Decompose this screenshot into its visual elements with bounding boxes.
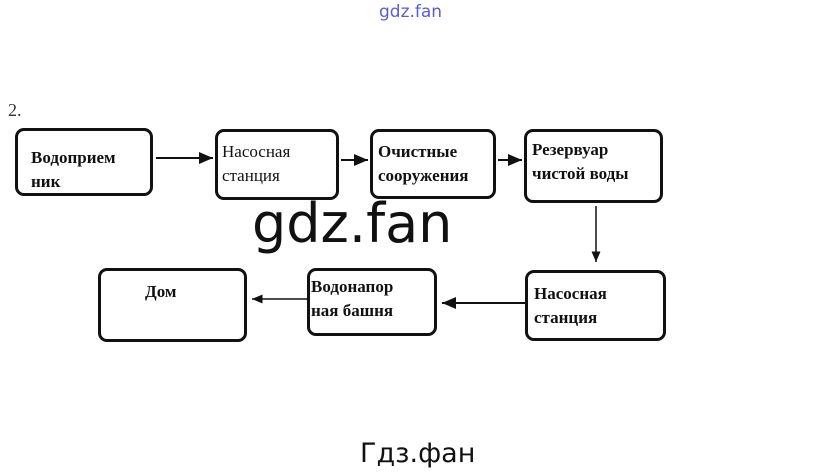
label-line: сооружения — [378, 166, 469, 185]
node-pump-station-2 — [525, 270, 666, 341]
label-line: чистой воды — [532, 164, 629, 183]
node-pump-station-2-label: Насосная станция — [534, 282, 607, 330]
label-line: Водоприем — [31, 148, 116, 167]
node-treatment — [370, 129, 496, 199]
label-line: Водонапор — [311, 277, 394, 296]
watermark-bottom: Гдз.фан — [360, 438, 476, 469]
node-water-intake-label: Водоприем ник — [31, 146, 116, 194]
node-house — [98, 268, 247, 342]
label-line: Насосная — [534, 284, 607, 303]
label-line: ная башня — [311, 301, 394, 320]
node-pump-station-1-label: Насосная станция — [222, 140, 290, 188]
node-water-tower — [307, 268, 437, 336]
node-house-label: Дом — [145, 282, 177, 301]
node-clean-water-tank-label: Резервуар чистой воды — [532, 138, 629, 186]
node-water-tower-label: Водонапор ная башня — [311, 275, 393, 323]
label-line: ник — [31, 172, 61, 191]
label-line: Насосная — [222, 142, 291, 161]
node-water-intake — [15, 128, 153, 196]
node-treatment-label: Очистные сооружения — [378, 140, 469, 188]
node-pump-station-1 — [215, 129, 339, 200]
node-clean-water-tank — [524, 129, 663, 203]
watermark-center: gdz.fan — [252, 192, 453, 255]
label-line: станция — [534, 308, 598, 327]
watermark-top: gdz.fan — [379, 2, 443, 22]
label-line: Резервуар — [532, 140, 609, 159]
label-line: станция — [222, 166, 280, 185]
label-line: Очистные — [378, 142, 458, 161]
task-number: 2. — [8, 100, 22, 120]
